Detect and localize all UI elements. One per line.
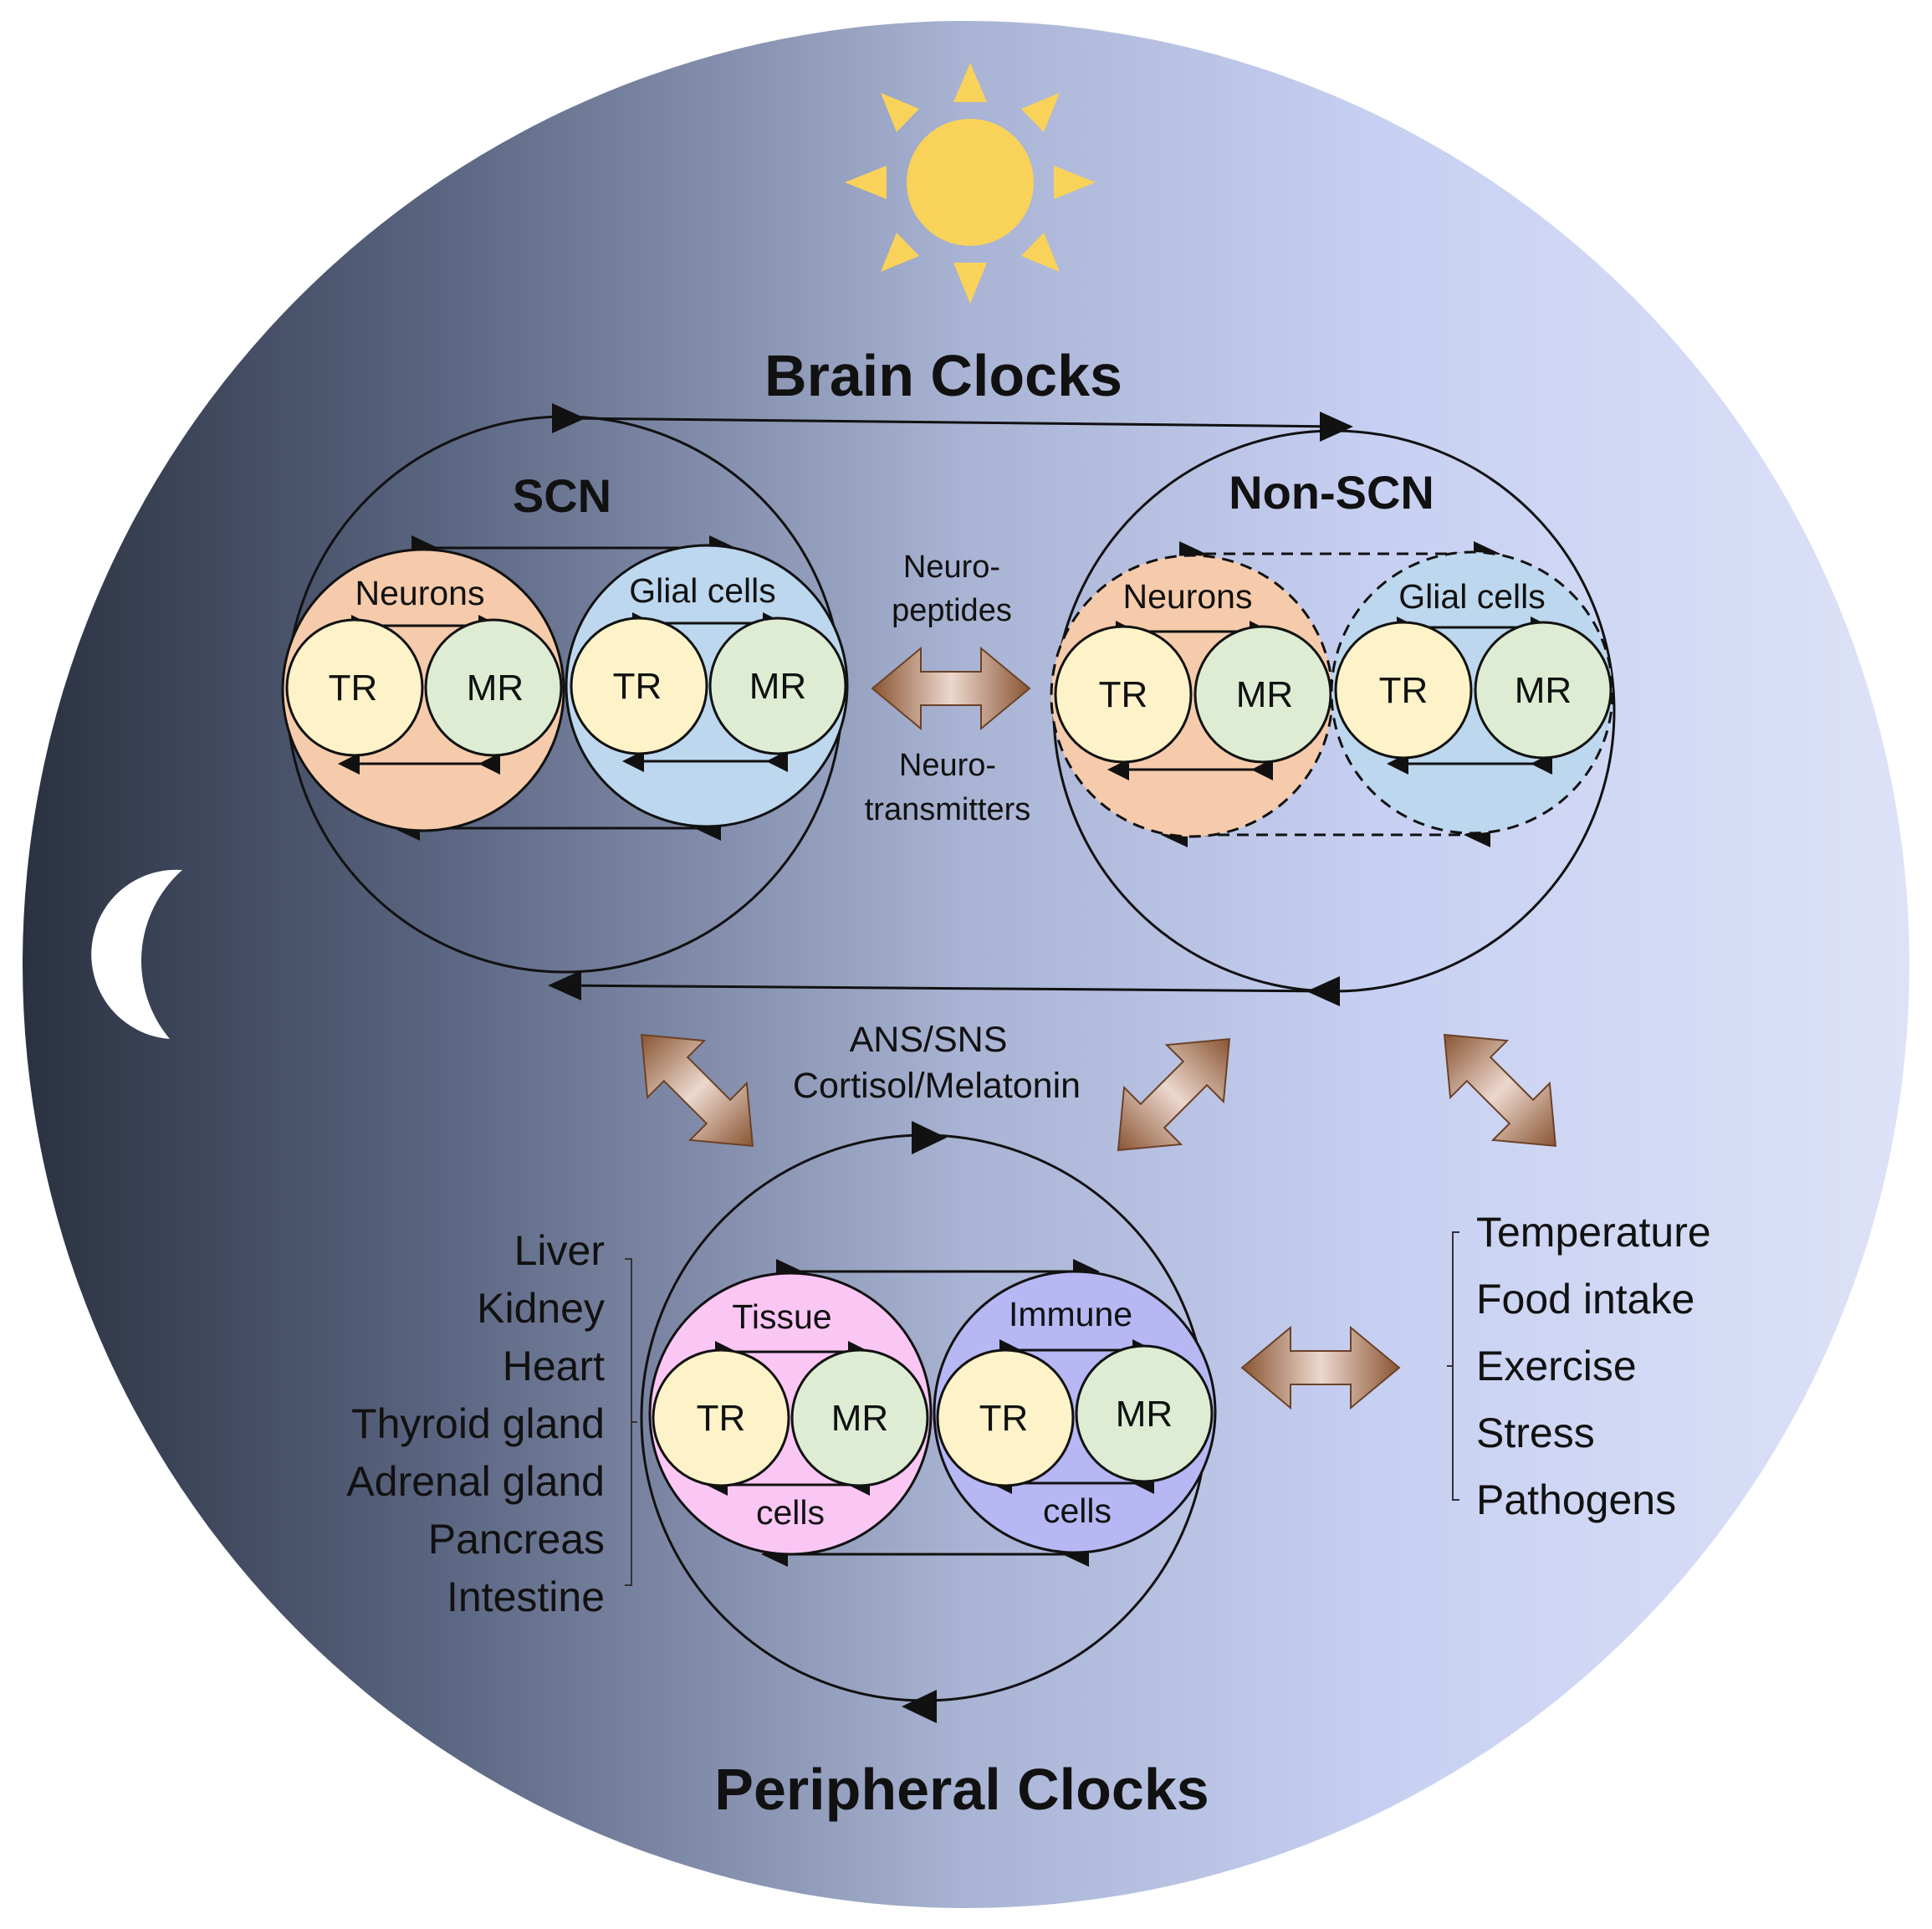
non-scn-clock: Non-SCN Neurons TR MR Glial cells	[1050, 429, 1616, 993]
brain-clocks-title: Brain Clocks	[764, 343, 1122, 408]
ans-sns-label: ANS/SNS	[850, 1020, 1008, 1060]
non-scn-neurons-tr: TR	[1099, 674, 1148, 715]
scn-neurons-tr: TR	[329, 668, 378, 709]
peripheral-clock: Tissue cells TR MR Immune cells	[640, 1121, 1217, 1723]
sun-icon	[845, 63, 1096, 304]
neurotransmitters-label-1: Neuro-	[899, 748, 996, 783]
neuropeptides-label-1: Neuro-	[903, 550, 1000, 585]
factor-bracket	[1447, 1231, 1459, 1501]
organ-bracket	[625, 1258, 637, 1586]
factor-list: Temperature Food intake Exercise Stress …	[1447, 1209, 1711, 1523]
scn-glial-cells: Glial cells TR MR	[565, 544, 849, 828]
organ-list: Liver Kidney Heart Thyroid gland Adrenal…	[346, 1227, 637, 1620]
organ-item: Intestine	[447, 1573, 605, 1620]
organ-item: Adrenal gland	[346, 1458, 605, 1505]
non-scn-glial-cells: Glial cells TR MR	[1330, 550, 1614, 835]
non-scn-factors-arrow	[1443, 1033, 1557, 1148]
tissue-label: Tissue	[732, 1297, 831, 1336]
neurotransmitters-label-2: transmitters	[865, 792, 1030, 827]
immune-mr: MR	[1116, 1394, 1173, 1435]
factor-item: Temperature	[1476, 1209, 1711, 1256]
immune-label: Immune	[1009, 1295, 1132, 1333]
organ-item: Pancreas	[428, 1516, 605, 1563]
tissue-cells-label: cells	[756, 1493, 825, 1532]
peripheral-factors-arrow	[1240, 1325, 1401, 1410]
day-night-background	[23, 21, 1909, 1908]
factor-item: Food intake	[1476, 1276, 1694, 1323]
scn-clock: SCN Neurons TR MR Glial cells	[281, 415, 849, 974]
non-scn-glial-label: Glial cells	[1398, 577, 1545, 616]
brain-clock-connectors	[548, 403, 1353, 1006]
organ-item: Heart	[503, 1343, 605, 1389]
organ-item: Thyroid gland	[351, 1400, 605, 1447]
scn-glial-mr: MR	[749, 666, 806, 707]
neuropeptides-label-2: peptides	[892, 593, 1012, 628]
organ-item: Liver	[514, 1227, 605, 1274]
non-scn-neurons-mr: MR	[1236, 674, 1293, 715]
tissue-tr: TR	[697, 1398, 746, 1439]
immune-cells: Immune cells TR MR	[933, 1270, 1217, 1554]
tissue-mr: MR	[831, 1398, 888, 1439]
organ-item: Kidney	[477, 1285, 605, 1332]
scn-neurons: Neurons TR MR	[281, 548, 565, 832]
immune-tr: TR	[979, 1398, 1029, 1439]
non-scn-glial-mr: MR	[1515, 670, 1572, 711]
scn-neurons-mr: MR	[467, 668, 524, 709]
scn-neurons-label: Neurons	[355, 574, 485, 612]
moon-icon	[91, 869, 182, 1039]
tissue-cells: Tissue cells TR MR	[648, 1272, 933, 1556]
neuro-exchange-arrow	[871, 646, 1031, 731]
cortisol-melatonin-label: Cortisol/Melatonin	[793, 1066, 1081, 1106]
non-scn-peripheral-arrow	[1117, 1037, 1231, 1152]
factor-item: Pathogens	[1476, 1476, 1676, 1523]
non-scn-neurons-label: Neurons	[1123, 577, 1253, 616]
non-scn-title: Non-SCN	[1229, 466, 1434, 519]
non-scn-glial-tr: TR	[1379, 670, 1429, 711]
scn-peripheral-arrow	[640, 1033, 754, 1148]
scn-glial-tr: TR	[613, 666, 662, 707]
scn-title: SCN	[513, 469, 611, 522]
factor-item: Exercise	[1476, 1343, 1637, 1389]
non-scn-neurons: Neurons TR MR	[1050, 554, 1334, 838]
immune-cells-label: cells	[1043, 1492, 1112, 1530]
peripheral-clocks-title: Peripheral Clocks	[714, 1757, 1209, 1822]
factor-item: Stress	[1476, 1410, 1595, 1456]
scn-glial-label: Glial cells	[629, 571, 775, 610]
